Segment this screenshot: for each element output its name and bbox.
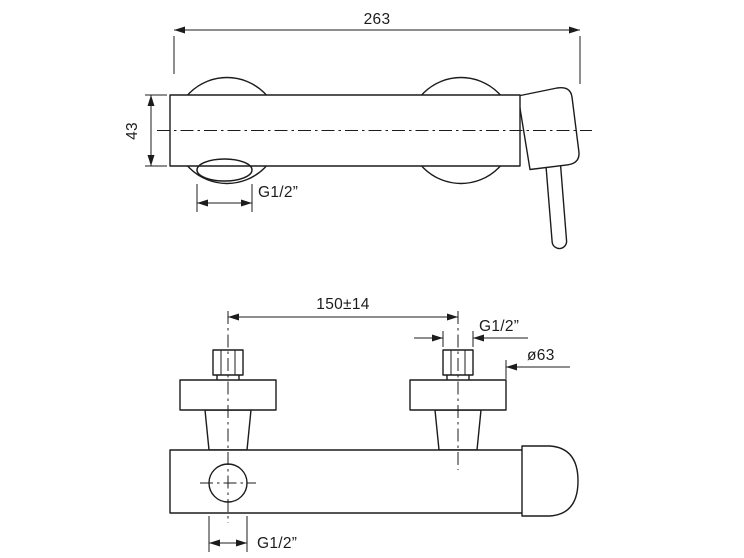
front-view: 150±14 G1/2” ø63 G1/2” xyxy=(169,296,579,552)
dimension-center-spacing: 150±14 xyxy=(228,296,458,321)
arrowhead xyxy=(447,313,458,321)
arrowhead xyxy=(228,313,239,321)
arrowhead xyxy=(506,363,517,371)
arrowhead xyxy=(473,334,484,342)
arrowhead xyxy=(197,199,208,207)
dimension-outlet-thread-top: G1/2” xyxy=(196,184,298,212)
arrowhead xyxy=(241,199,252,207)
dim-label-center-spacing: 150±14 xyxy=(316,296,369,313)
arrowhead xyxy=(147,95,155,106)
arrowhead xyxy=(174,26,185,34)
dim-label-body-height: 43 xyxy=(124,122,141,140)
arrowhead xyxy=(209,539,220,547)
body-end-cap xyxy=(521,445,579,517)
top-view: 263 43 G1/2” xyxy=(124,11,592,250)
dim-label-outlet-thread-front: G1/2” xyxy=(257,535,297,552)
dim-label-flange-diameter: ø63 xyxy=(527,347,555,364)
dim-label-inlet-thread: G1/2” xyxy=(479,318,519,335)
arrowhead xyxy=(236,539,247,547)
dim-label-overall-width: 263 xyxy=(364,11,391,28)
arrowhead xyxy=(569,26,580,34)
outlet-spout xyxy=(196,158,253,182)
arrowhead xyxy=(147,155,155,166)
handle-cap xyxy=(517,87,580,171)
dimension-inlet-thread: G1/2” xyxy=(414,318,528,347)
dimension-outlet-thread-front: G1/2” xyxy=(208,516,297,552)
dimension-body-height: 43 xyxy=(124,94,167,167)
arrowhead xyxy=(432,334,443,342)
dim-label-outlet-thread-top: G1/2” xyxy=(258,184,298,201)
dimension-flange-diameter: ø63 xyxy=(505,347,570,379)
dimension-overall-width: 263 xyxy=(173,11,581,84)
handle-lever xyxy=(544,157,568,250)
